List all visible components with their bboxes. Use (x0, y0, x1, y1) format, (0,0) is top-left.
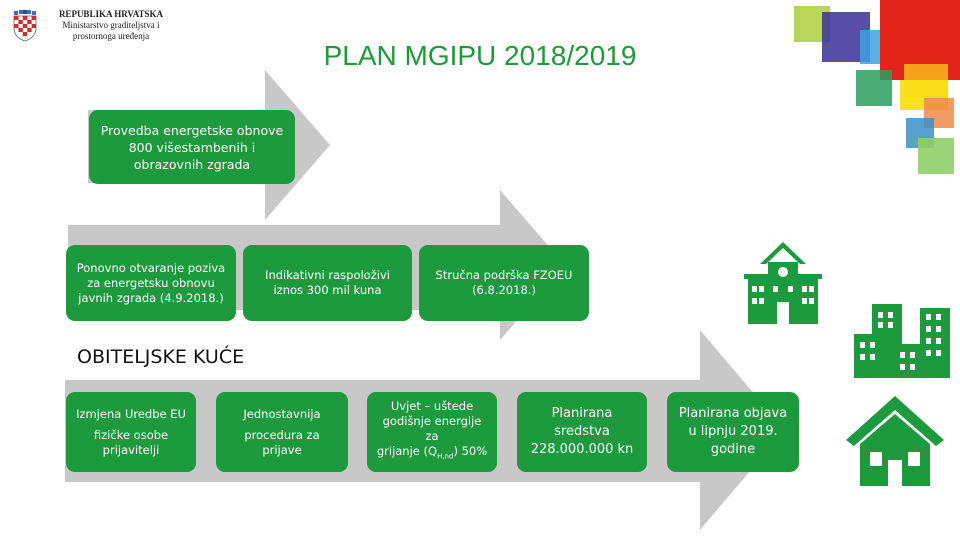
apartment-buildings-icon (854, 304, 950, 378)
simpler-procedure-box: Jednostavnija procedura za prijave (216, 392, 348, 472)
expert-support-box: Stručna podrška FZOEU (6.8.2018.) (419, 245, 589, 321)
country-name: REPUBLIKA HRVATSKA (58, 9, 164, 19)
indicative-amount-box: Indikativni raspoloživi iznos 300 mil ku… (243, 245, 412, 321)
planned-funds-box: Planirana sredstva 228.000.000 kn (517, 392, 647, 472)
house-icon (846, 396, 944, 486)
planned-publication-box: Planirana objava u lipnju 2019. godine (667, 392, 799, 472)
ministry-name-line2: prostornoga uređenja (72, 31, 150, 41)
school-building-icon (744, 242, 822, 324)
page-title: PLAN MGIPU 2018/2019 (323, 40, 637, 71)
section-title: OBITELJSKE KUĆE (77, 346, 245, 368)
eu-regulation-box: Izmjena Uredbe EU fizičke osobe prijavit… (66, 392, 196, 472)
energy-savings-box: Uvjet – uštede godišnje energije za grij… (367, 392, 497, 472)
reopen-call-box: Ponovno otvaranje poziva za energetsku o… (66, 245, 236, 321)
ministry-header: REPUBLIKA HRVATSKA Ministarstvo graditel… (46, 9, 176, 42)
croatian-coat-of-arms-icon (13, 10, 37, 42)
renovation-box: Provedba energetske obnove 800 višestamb… (89, 110, 295, 184)
ministry-name-line1: Ministarstvo graditeljstva i (62, 20, 160, 30)
